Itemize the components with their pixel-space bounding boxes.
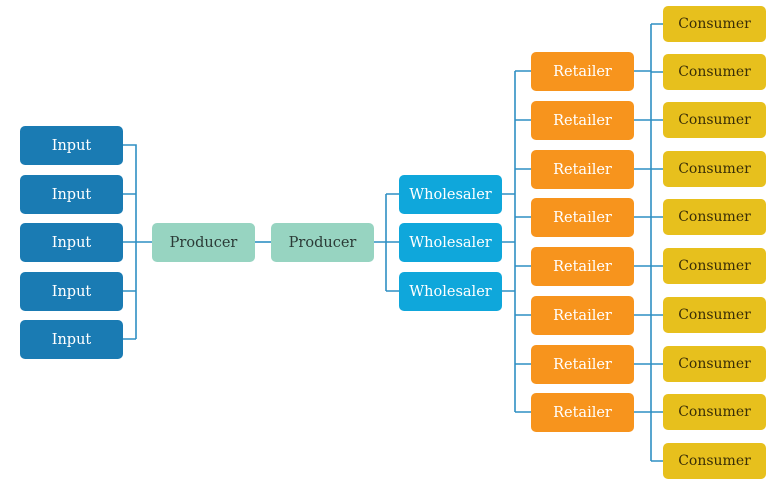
consumer-label: Consumer (678, 64, 751, 80)
input-node: Input (20, 223, 123, 262)
retailer-node: Retailer (531, 296, 634, 335)
wholesaler-label: Wholesaler (409, 186, 492, 203)
consumer-node: Consumer (663, 394, 766, 430)
input-node: Input (20, 272, 123, 311)
input-node: Input (20, 320, 123, 359)
retailer-label: Retailer (553, 112, 612, 129)
retailer-node: Retailer (531, 345, 634, 384)
consumer-label: Consumer (678, 356, 751, 372)
consumer-node: Consumer (663, 248, 766, 284)
retailer-label: Retailer (553, 307, 612, 324)
consumer-label: Consumer (678, 16, 751, 32)
retailer-node: Retailer (531, 393, 634, 432)
input-label: Input (51, 186, 92, 203)
wholesaler-label: Wholesaler (409, 234, 492, 251)
consumer-label: Consumer (678, 453, 751, 469)
producer-node: Producer (152, 223, 255, 262)
wholesaler-node: Wholesaler (399, 223, 502, 262)
consumer-node: Consumer (663, 443, 766, 479)
retailer-node: Retailer (531, 101, 634, 140)
wholesaler-node: Wholesaler (399, 175, 502, 214)
producer-label: Producer (169, 234, 238, 251)
producer-label: Producer (288, 234, 357, 251)
connector-retailers-to-consumers (634, 23, 663, 462)
input-label: Input (51, 137, 92, 154)
consumer-label: Consumer (678, 112, 751, 128)
retailer-node: Retailer (531, 150, 634, 189)
retailer-label: Retailer (553, 63, 612, 80)
consumer-node: Consumer (663, 297, 766, 333)
retailer-node: Retailer (531, 52, 634, 91)
connector-wholesalers-to-retailers (502, 70, 531, 413)
consumer-node: Consumer (663, 199, 766, 235)
input-node: Input (20, 126, 123, 165)
retailer-label: Retailer (553, 356, 612, 373)
consumer-node: Consumer (663, 102, 766, 138)
retailer-label: Retailer (553, 258, 612, 275)
consumer-label: Consumer (678, 161, 751, 177)
consumer-node: Consumer (663, 151, 766, 187)
retailer-label: Retailer (553, 404, 612, 421)
retailer-node: Retailer (531, 247, 634, 286)
consumer-node: Consumer (663, 6, 766, 42)
consumer-label: Consumer (678, 307, 751, 323)
connector-inputs-to-producer (123, 144, 152, 340)
consumer-node: Consumer (663, 54, 766, 90)
input-label: Input (51, 234, 92, 251)
consumer-label: Consumer (678, 209, 751, 225)
producer-node: Producer (271, 223, 374, 262)
retailer-node: Retailer (531, 198, 634, 237)
input-node: Input (20, 175, 123, 214)
wholesaler-label: Wholesaler (409, 283, 492, 300)
connector-producer-to-wholesalers (374, 193, 399, 292)
consumer-label: Consumer (678, 258, 751, 274)
consumer-label: Consumer (678, 404, 751, 420)
consumer-node: Consumer (663, 346, 766, 382)
input-label: Input (51, 331, 92, 348)
input-label: Input (51, 283, 92, 300)
wholesaler-node: Wholesaler (399, 272, 502, 311)
retailer-label: Retailer (553, 161, 612, 178)
retailer-label: Retailer (553, 209, 612, 226)
